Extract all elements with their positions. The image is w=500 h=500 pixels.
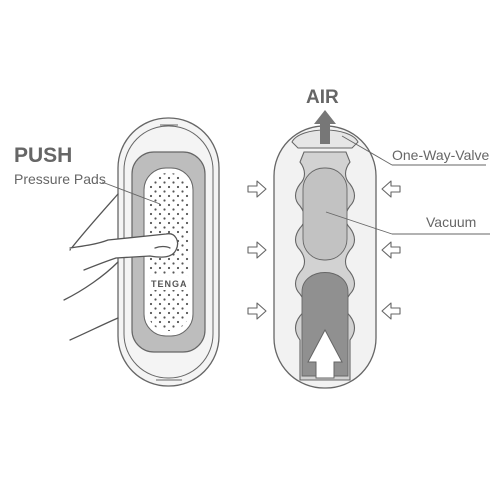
vacuum-label: Vacuum — [426, 214, 476, 230]
air-label: AIR — [306, 87, 339, 108]
inward-arrow-icon — [381, 302, 401, 320]
inward-arrow-icon — [381, 180, 401, 198]
inward-arrow-icon — [247, 302, 267, 320]
right-device — [273, 125, 377, 389]
left-inward-arrows — [247, 180, 267, 320]
air-arrow-icon — [314, 110, 336, 144]
vacuum-leader — [325, 211, 393, 235]
inward-arrow-icon — [247, 241, 267, 259]
logo-text: TENGA — [151, 279, 188, 289]
logo-badge — [150, 276, 188, 290]
bottom-inlet-arrow-icon — [307, 328, 343, 379]
pressure-pads-label: Pressure Pads — [14, 171, 106, 187]
push-label: PUSH — [14, 144, 72, 167]
right-inward-arrows — [381, 180, 401, 320]
vacuum-chamber — [302, 167, 348, 261]
lower-chamber — [301, 272, 349, 377]
one-way-valve-leader — [341, 135, 393, 166]
pressure-pads-leader — [101, 181, 161, 205]
hand-icon — [63, 193, 179, 341]
one-way-valve-label: One-Way-Valve — [392, 147, 489, 163]
inward-arrow-icon — [247, 180, 267, 198]
inward-arrow-icon — [381, 241, 401, 259]
